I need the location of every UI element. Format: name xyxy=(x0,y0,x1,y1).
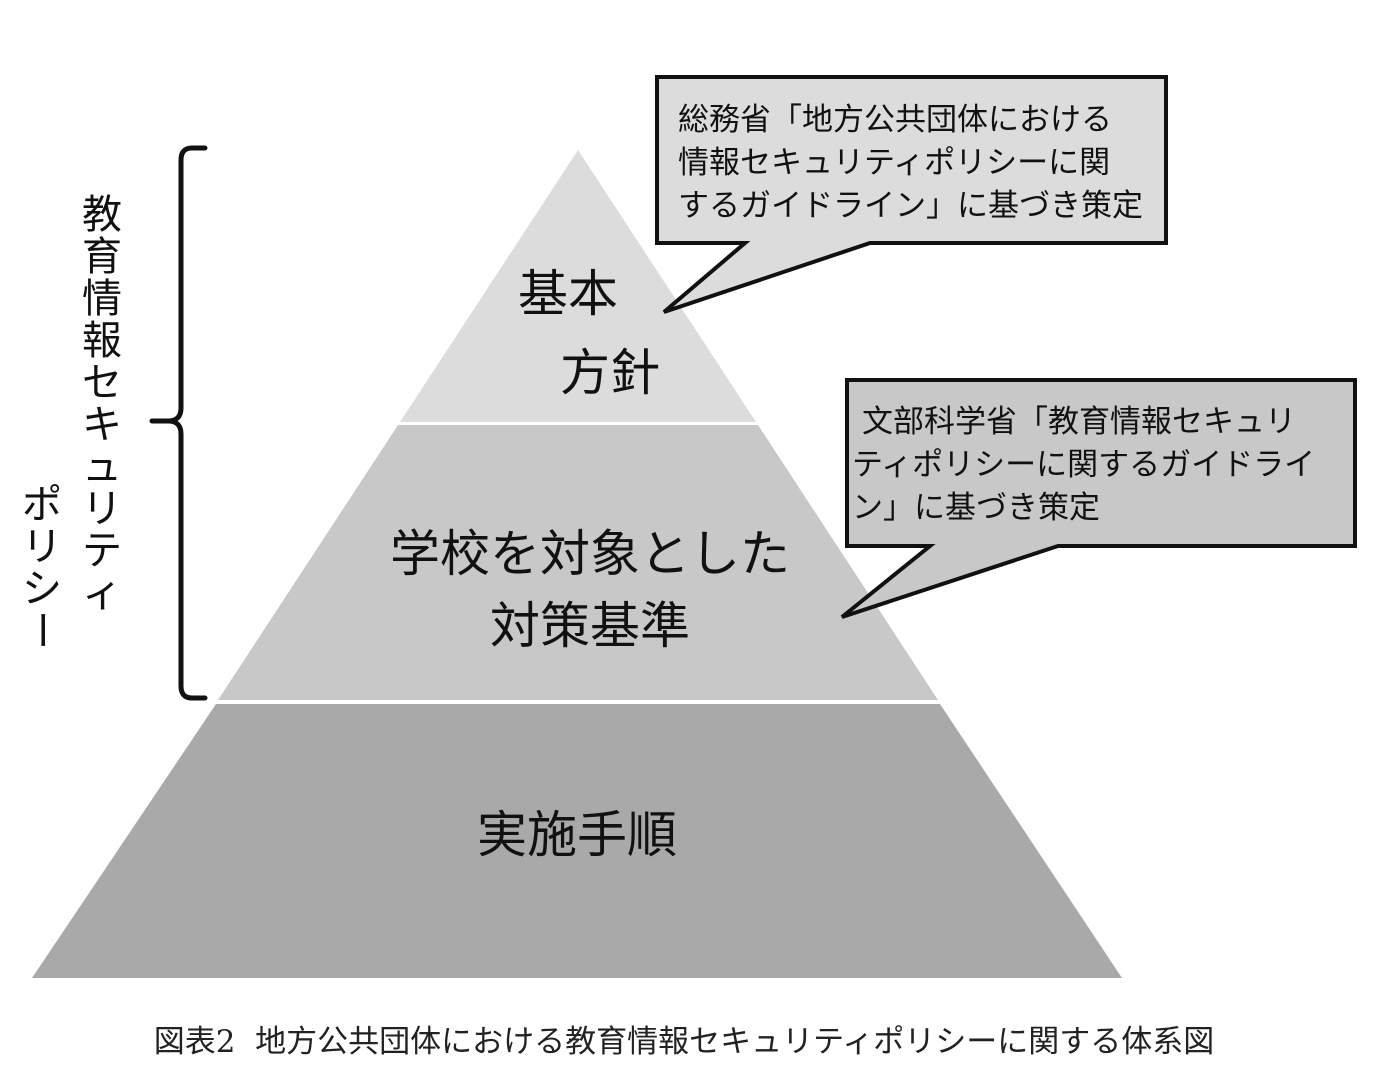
bracket-label: 教育情報セキュリティポリシー xyxy=(18,192,122,650)
callout-2-line1: 文部科学省「教育情報セキュリ xyxy=(862,404,1296,440)
bracket-label-char: キ xyxy=(82,402,122,448)
bracket-label-char: 育 xyxy=(82,234,122,280)
figure-caption: 図表2 地方公共団体における教育情報セキュリティポリシーに関する体系図 xyxy=(154,1024,1215,1060)
bracket-label-char: リ xyxy=(22,524,62,570)
tier-label-bottom: 実施手順 xyxy=(477,806,677,864)
bracket-label-char: テ xyxy=(82,528,122,574)
curly-bracket xyxy=(165,145,208,701)
tier-label-top-line1: 基本 xyxy=(518,265,618,323)
callout-1-line3: するガイドライン」に基づき策定 xyxy=(678,188,1143,224)
tier-label-middle-line2: 対策基準 xyxy=(490,597,690,655)
bracket-label-char: セ xyxy=(82,360,122,406)
bracket-label-char: ュ xyxy=(82,444,122,490)
tier-label-top-line2: 方針 xyxy=(560,344,660,402)
callout-2-line2: ティポリシーに関するガイドライ xyxy=(852,447,1315,483)
bracket-label-char: ポ xyxy=(22,482,62,528)
bracket-label-char: ィ xyxy=(82,570,122,616)
callout-box-1 xyxy=(655,75,1168,314)
callout-1-line1: 総務省「地方公共団体における xyxy=(678,102,1112,138)
tier-label-middle-line1: 学校を対象とした xyxy=(390,525,790,583)
callout-box-2 xyxy=(840,378,1357,619)
bracket-label-char: 教 xyxy=(82,192,122,238)
bracket-label-char: 報 xyxy=(82,318,122,364)
bracket-label-char: リ xyxy=(82,486,122,532)
pyramid-tier-top xyxy=(400,150,756,422)
callout-1-line2: 情報セキュリティポリシーに関 xyxy=(678,145,1110,181)
bracket-label-char: シ xyxy=(22,566,62,612)
bracket-label-char: 情 xyxy=(82,276,122,322)
pyramid-tier-bottom xyxy=(32,704,1122,978)
callout-2-line3: ン」に基づき策定 xyxy=(852,490,1100,526)
pyramid-tier-middle xyxy=(218,425,938,700)
bracket-label-char: ー xyxy=(18,610,64,650)
